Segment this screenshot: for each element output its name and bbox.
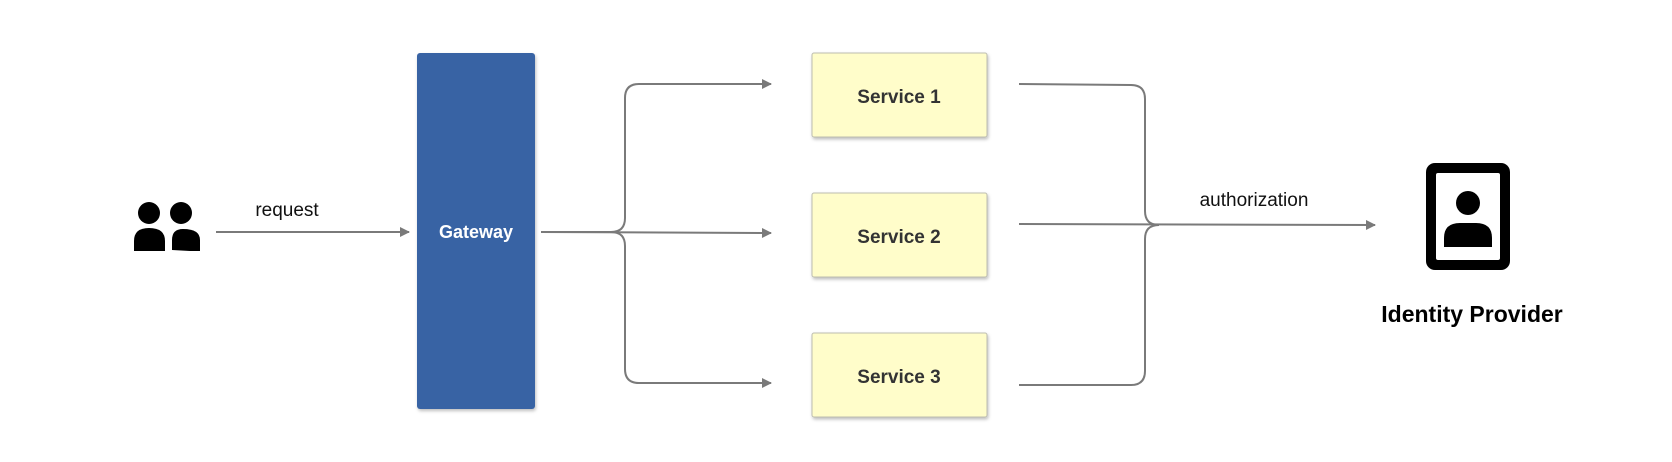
service-1-label: Service 1 (857, 87, 941, 108)
gateway-label: Gateway (439, 222, 513, 242)
gateway-to-services-connectors (540, 79, 772, 388)
service-2-label: Service 2 (857, 227, 940, 248)
gateway-to-service-3-arrow (541, 231, 772, 388)
gateway-node[interactable]: Gateway (417, 53, 535, 409)
users-icon (129, 199, 200, 256)
service-3-label: Service 3 (857, 367, 940, 388)
authorization-label: authorization (1200, 190, 1309, 211)
gateway-to-service-1-arrow (541, 79, 772, 233)
identity-provider-label: Identity Provider (1381, 301, 1563, 327)
service-3-to-merge-line (1019, 224, 1160, 386)
service-node-3[interactable]: Service 3 (811, 332, 988, 418)
authorization-arrow (1018, 219, 1376, 230)
service-1-to-merge-line (1018, 83, 1160, 226)
identity-card-icon (1426, 163, 1510, 270)
service-node-1[interactable]: Service 1 (811, 52, 988, 138)
service-node-2[interactable]: Service 2 (811, 192, 988, 278)
services-to-idp-connectors (1018, 83, 1376, 386)
request-label: request (255, 200, 319, 221)
